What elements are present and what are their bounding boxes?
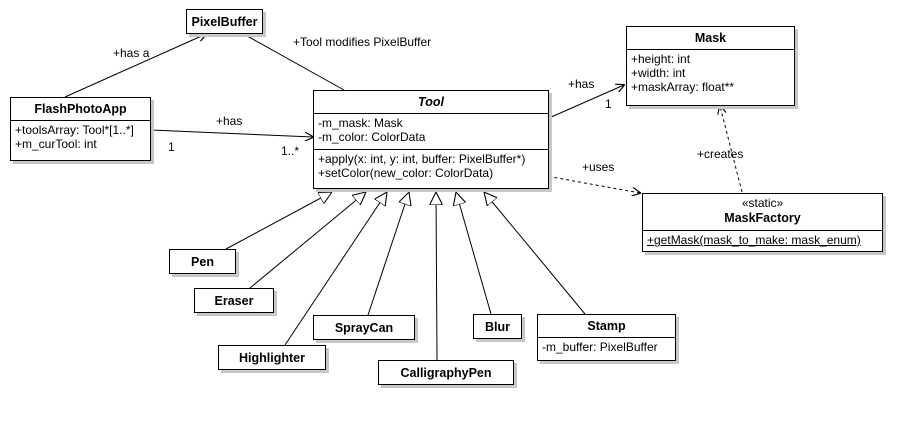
class-pixelbuffer-name: PixelBuffer (191, 14, 258, 29)
attribute: +m_curTool: int (15, 137, 97, 151)
label-creates: +creates (697, 147, 744, 161)
class-maskfactory-stereotype: «static» (741, 196, 784, 210)
class-calligraphypen[interactable]: CalligraphyPen (378, 360, 514, 385)
class-eraser[interactable]: Eraser (194, 288, 274, 313)
class-blur-name: Blur (485, 319, 510, 334)
attribute: +width: int (631, 66, 686, 80)
attribute: -m_buffer: PixelBuffer (542, 340, 658, 354)
label-uses: +uses (582, 160, 615, 174)
operation: +getMask(mask_to_make: mask_enum) (647, 233, 861, 247)
assoc-app-pixelbuffer (64, 34, 206, 98)
class-maskfactory[interactable]: «static» MaskFactory +getMask(mask_to_ma… (642, 193, 883, 252)
label-tool-modifies-pixelbuffer: +Tool modifies PixelBuffer (293, 35, 432, 49)
class-tool-name: Tool (418, 95, 444, 109)
class-eraser-name: Eraser (214, 293, 254, 308)
class-mask-name: Mask (694, 31, 727, 45)
class-stamp-name: Stamp (587, 319, 626, 333)
generalization-calligraphypen (436, 192, 437, 361)
class-highlighter-name: Highlighter (239, 350, 305, 365)
generalization-blur (456, 192, 492, 315)
attribute: -m_mask: Mask (318, 116, 403, 130)
dependency-maskfactory-mask (720, 106, 743, 193)
class-calligraphypen-name: CalligraphyPen (400, 365, 492, 380)
class-tool[interactable]: Tool -m_mask: Mask -m_color: ColorData +… (313, 90, 549, 189)
generalization-pen (225, 192, 332, 250)
label-app-has-tool: +has (216, 114, 243, 128)
operation: +setColor(new_color: ColorData) (318, 166, 494, 180)
class-mask[interactable]: Mask +height: int +width: int +maskArray… (626, 26, 795, 106)
class-pen-name: Pen (191, 254, 214, 269)
class-maskfactory-name: MaskFactory (724, 211, 801, 225)
class-flashphotoapp-name: FlashPhotoApp (34, 102, 127, 116)
label-tool-has-mask: +has (568, 77, 595, 91)
mult-mask-side: 1 (605, 97, 612, 111)
class-blur[interactable]: Blur (473, 314, 522, 339)
tool-operations: +apply(x: int, y: int, buffer: PixelBuff… (314, 149, 548, 182)
class-pixelbuffer[interactable]: PixelBuffer (186, 9, 263, 34)
assoc-tool-mask (548, 85, 624, 119)
class-pen[interactable]: Pen (169, 249, 236, 274)
stamp-attributes: -m_buffer: PixelBuffer (538, 337, 675, 356)
class-highlighter[interactable]: Highlighter (218, 345, 326, 370)
mult-app-side: 1 (168, 140, 175, 154)
tool-attributes: -m_mask: Mask -m_color: ColorData (314, 113, 548, 149)
maskfactory-operations: +getMask(mask_to_make: mask_enum) (643, 230, 882, 249)
generalization-stamp (484, 192, 586, 315)
class-spraycan[interactable]: SprayCan (313, 315, 415, 340)
assoc-app-tool (150, 129, 313, 137)
generalization-highlighter (284, 192, 387, 346)
attribute: -m_color: ColorData (318, 130, 426, 144)
label-has-a: +has a (113, 46, 150, 60)
class-spraycan-name: SprayCan (334, 320, 394, 335)
assoc-tool-pixelbuffer (239, 31, 345, 91)
mask-attributes: +height: int +width: int +maskArray: flo… (627, 49, 794, 96)
mult-tool-side: 1..* (281, 144, 300, 158)
attribute: +height: int (631, 52, 691, 66)
generalization-eraser (249, 192, 366, 289)
generalization-spraycan (367, 192, 409, 316)
attribute: +toolsArray: Tool*[1..*] (15, 123, 134, 137)
class-stamp[interactable]: Stamp -m_buffer: PixelBuffer (537, 314, 676, 361)
class-flashphotoapp[interactable]: FlashPhotoApp +toolsArray: Tool*[1..*] +… (10, 97, 151, 161)
operation: +apply(x: int, y: int, buffer: PixelBuff… (318, 152, 526, 166)
flashphotoapp-attributes: +toolsArray: Tool*[1..*] +m_curTool: int (11, 120, 150, 153)
attribute: +maskArray: float** (631, 80, 735, 94)
